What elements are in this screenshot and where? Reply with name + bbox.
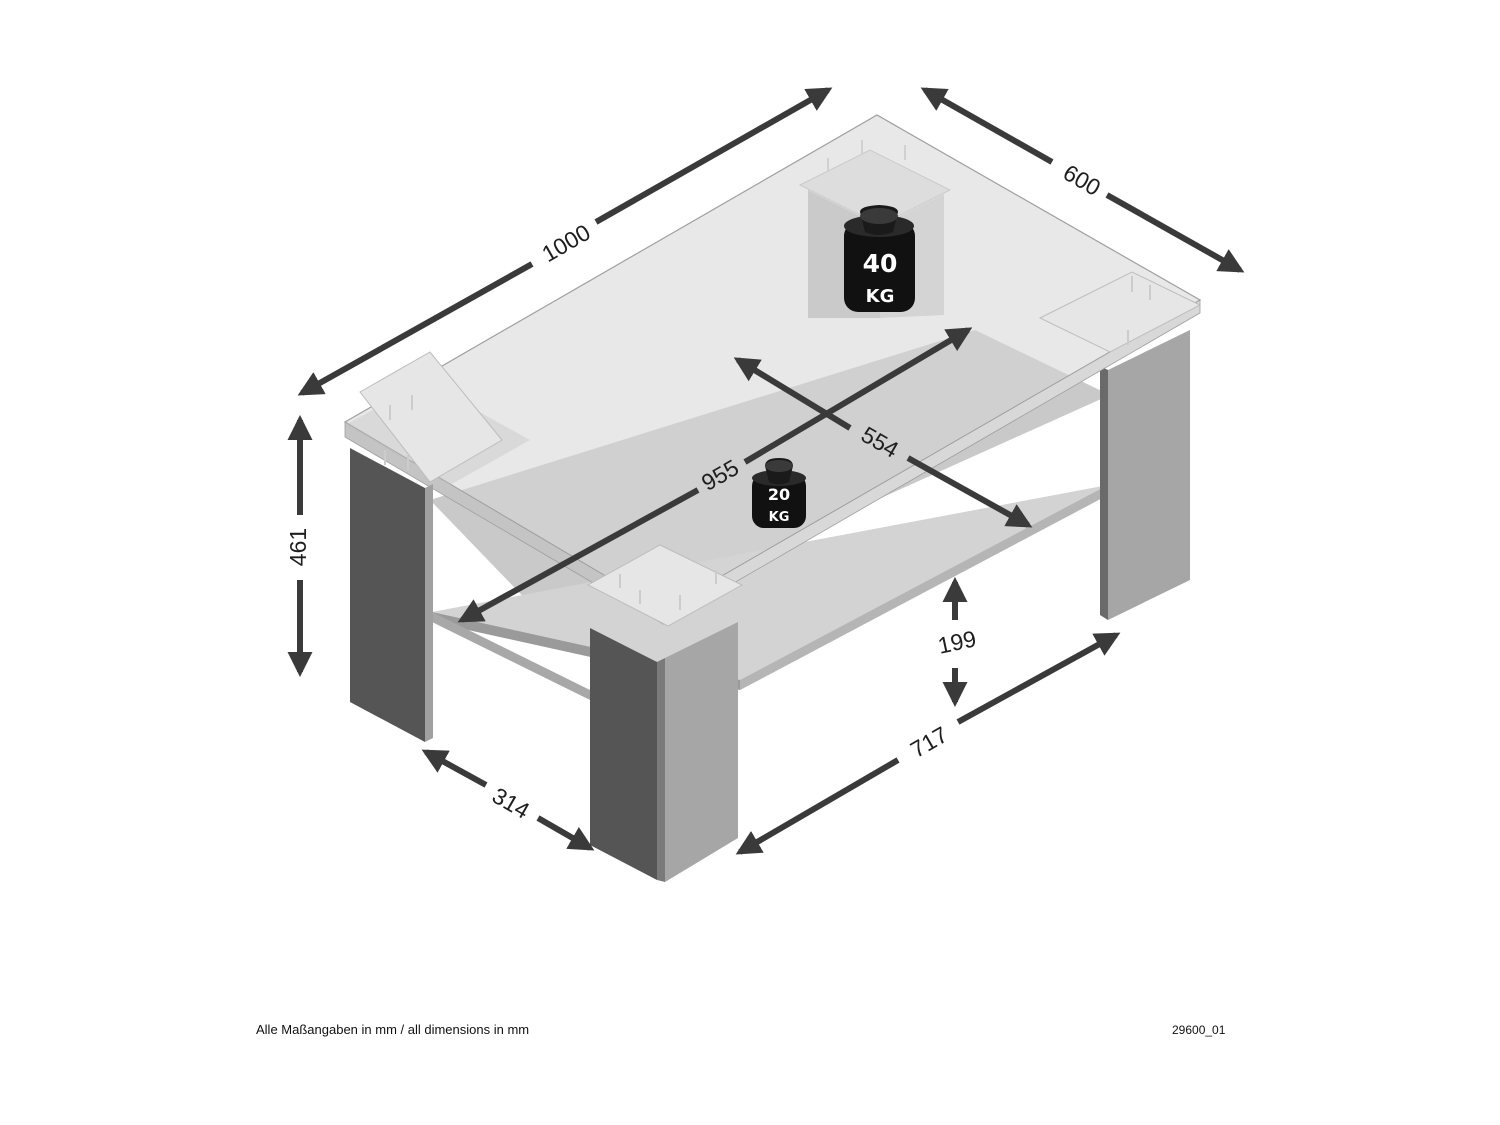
pad-right <box>1038 271 1202 353</box>
arrow-depth-left <box>920 87 1054 165</box>
weight-40-value: 40 <box>863 249 898 278</box>
dim-depth-label: 600 <box>1059 159 1105 201</box>
leg-front <box>586 544 744 882</box>
arrow-depth-right <box>1105 192 1245 273</box>
dim-shelf-gap-label: 199 <box>936 625 979 658</box>
leg-left <box>350 351 503 742</box>
weight-20-value: 20 <box>768 485 790 504</box>
leg-right <box>1100 330 1190 620</box>
weight-20kg-icon <box>752 458 806 528</box>
dim-length-label: 1000 <box>537 219 594 267</box>
arrow-inner-depth-right <box>906 455 1033 528</box>
dim-leg-span-label: 717 <box>906 721 952 763</box>
arrow-inner-length-left <box>457 487 700 623</box>
weight-20-unit: KG <box>769 510 790 525</box>
dim-height-label: 461 <box>285 528 311 566</box>
weight-40kg-icon <box>844 205 915 312</box>
arrow-leg-depth-right <box>536 815 595 851</box>
units-note: Alle Maßangaben in mm / all dimensions i… <box>256 1022 530 1037</box>
dim-leg-depth-label: 314 <box>488 782 534 824</box>
arrow-inner-depth-left <box>733 357 852 431</box>
glass-top <box>343 114 1202 625</box>
article-code: 29600_01 <box>1172 1023 1226 1037</box>
arrow-leg-span-left <box>735 757 900 855</box>
arrow-leg-span-right <box>956 632 1121 725</box>
arrow-inner-length-right <box>743 327 973 465</box>
arrow-length-left <box>297 261 534 396</box>
arrow-leg-depth-left <box>421 749 488 788</box>
weight-40-unit: KG <box>866 286 895 307</box>
arrow-length-right <box>594 87 833 225</box>
